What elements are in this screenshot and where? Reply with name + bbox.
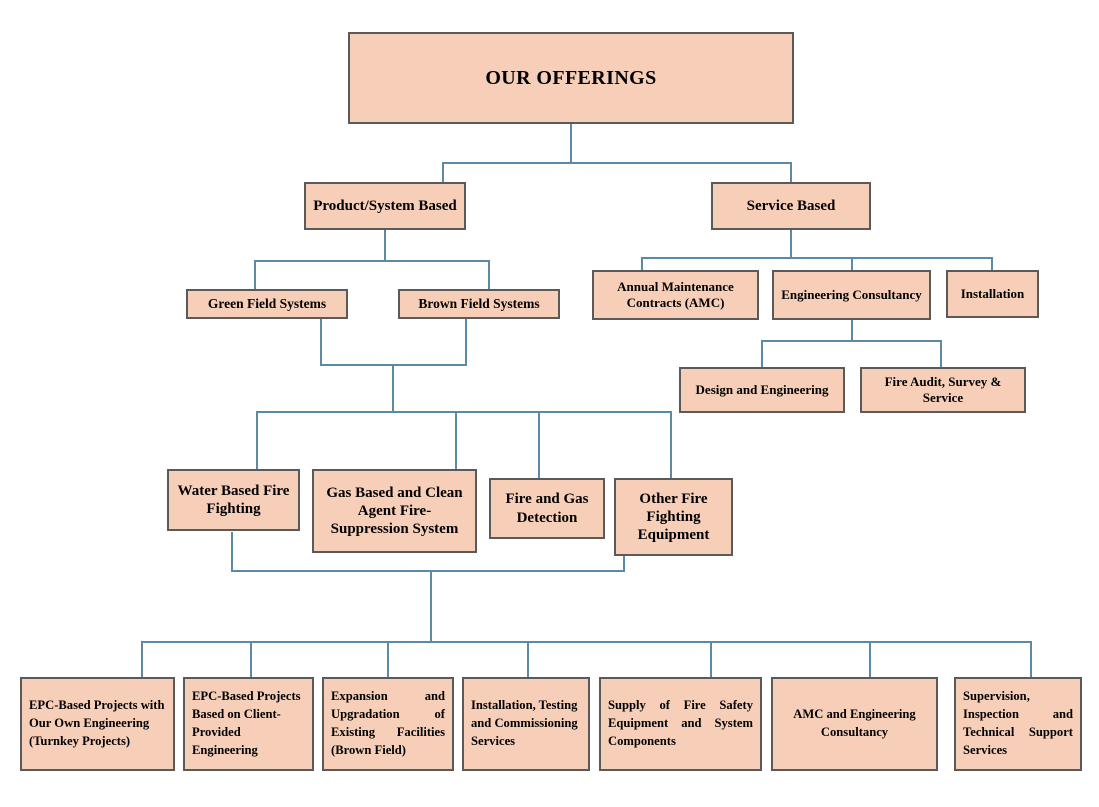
connector-to-engineering-consultancy [851, 257, 853, 271]
connector-to-fire-audit [940, 340, 942, 367]
connector-to-leaf-epc-client [250, 641, 252, 677]
node-leaf-supply[interactable]: Supply of Fire Safety Equipment and Syst… [599, 677, 762, 771]
connector-to-leaf-expansion [387, 641, 389, 677]
connector-to-design-engineering [761, 340, 763, 367]
connector-to-leaf-epc-own [141, 641, 143, 677]
connector-to-leaf-supply [710, 641, 712, 677]
node-gas-based[interactable]: Gas Based and Clean Agent Fire-Suppressi… [312, 469, 477, 553]
node-leaf-epc-client[interactable]: EPC-Based Projects Based on Client-Provi… [183, 677, 314, 771]
connector-to-service-based [790, 162, 792, 182]
node-service-based[interactable]: Service Based [711, 182, 871, 230]
node-fire-gas-detection[interactable]: Fire and Gas Detection [489, 478, 605, 539]
node-leaf-supervision[interactable]: Supervision, Inspection and Technical Su… [954, 677, 1082, 771]
connector-service-stem [790, 229, 792, 259]
node-design-engineering[interactable]: Design and Engineering [679, 367, 845, 413]
node-leaf-expansion-label: Expansion and Upgradation of Existing Fa… [331, 689, 445, 757]
connector-systems-merge-stem [430, 570, 432, 643]
connector-leaf-bar [141, 641, 1031, 643]
node-root-label: OUR OFFERINGS [485, 66, 657, 89]
node-water-based[interactable]: Water Based Fire Fighting [167, 469, 300, 531]
connector-field-bar [254, 260, 490, 262]
node-green-field[interactable]: Green Field Systems [186, 289, 348, 319]
node-other-equipment-label: Other Fire Fighting Equipment [637, 490, 710, 544]
node-fire-audit[interactable]: Fire Audit, Survey & Service [860, 367, 1026, 413]
node-brown-field[interactable]: Brown Field Systems [398, 289, 560, 319]
connector-to-leaf-installation-testing [527, 641, 529, 677]
node-product-based[interactable]: Product/System Based [304, 182, 466, 230]
node-leaf-expansion[interactable]: Expansion and Upgradation of Existing Fa… [322, 677, 454, 771]
node-amc[interactable]: Annual Maintenance Contracts (AMC) [592, 270, 759, 320]
node-gas-based-label: Gas Based and Clean Agent Fire-Suppressi… [326, 484, 463, 538]
node-fire-audit-label: Fire Audit, Survey & Service [884, 374, 1002, 405]
connector-level2-bar [442, 162, 792, 164]
connector-to-product-based [442, 162, 444, 182]
node-installation-label: Installation [960, 286, 1025, 302]
connector-green-field-down [320, 318, 322, 366]
node-product-based-label: Product/System Based [313, 197, 457, 214]
connector-to-gas-based [455, 411, 457, 469]
node-engineering-consultancy[interactable]: Engineering Consultancy [772, 270, 931, 320]
node-leaf-installation-testing-label: Installation, Testing and Commissioning … [471, 698, 578, 748]
connector-to-brown-field [488, 260, 490, 290]
node-leaf-amc-eng[interactable]: AMC and Engineering Consultancy [771, 677, 938, 771]
connector-water-based-down [231, 532, 233, 572]
connector-to-leaf-supervision [1030, 641, 1032, 677]
connector-product-stem [384, 229, 386, 262]
node-green-field-label: Green Field Systems [207, 295, 327, 311]
connector-other-equipment-down [623, 556, 625, 572]
node-leaf-supply-label: Supply of Fire Safety Equipment and Syst… [608, 698, 753, 748]
connector-eng-consult-stem [851, 320, 853, 342]
connector-to-leaf-amc-eng [869, 641, 871, 677]
node-service-based-label: Service Based [746, 197, 836, 214]
node-fire-gas-detection-label: Fire and Gas Detection [505, 491, 589, 526]
node-leaf-supervision-label: Supervision, Inspection and Technical Su… [963, 689, 1073, 757]
node-brown-field-label: Brown Field Systems [418, 295, 540, 311]
connector-to-amc [641, 257, 643, 271]
node-leaf-epc-own-label: EPC-Based Projects with Our Own Engineer… [29, 698, 165, 748]
connector-field-merge-stem [392, 364, 394, 413]
node-engineering-consultancy-label: Engineering Consultancy [781, 287, 922, 303]
node-root[interactable]: OUR OFFERINGS [348, 32, 794, 124]
node-installation[interactable]: Installation [946, 270, 1039, 318]
node-water-based-label: Water Based Fire Fighting [177, 482, 290, 517]
connector-brown-field-down [465, 318, 467, 366]
node-leaf-amc-eng-label: AMC and Engineering Consultancy [793, 707, 916, 739]
connector-to-green-field [254, 260, 256, 290]
connector-to-fire-gas-detection [538, 411, 540, 478]
connector-root-stem [570, 122, 572, 163]
node-amc-label: Annual Maintenance Contracts (AMC) [617, 279, 734, 310]
connector-to-other-equipment [670, 411, 672, 478]
node-other-equipment[interactable]: Other Fire Fighting Equipment [614, 478, 733, 556]
node-leaf-epc-own[interactable]: EPC-Based Projects with Our Own Engineer… [20, 677, 175, 771]
node-leaf-installation-testing[interactable]: Installation, Testing and Commissioning … [462, 677, 590, 771]
connector-to-installation [991, 257, 993, 271]
connector-systems-merge-bar [231, 570, 625, 572]
connector-to-water-based [256, 411, 258, 469]
connector-service-bar [641, 257, 992, 259]
connector-systems-bar [256, 411, 672, 413]
connector-eng-consult-bar [761, 340, 941, 342]
node-leaf-epc-client-label: EPC-Based Projects Based on Client-Provi… [192, 689, 301, 757]
node-design-engineering-label: Design and Engineering [695, 382, 829, 398]
